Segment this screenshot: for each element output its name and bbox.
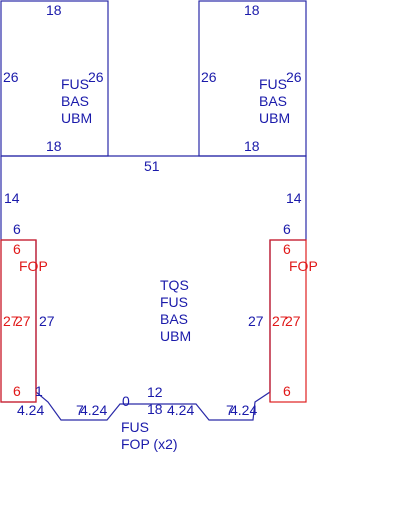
bottom-edge-seg2a-dim: 7 [76,402,84,418]
top-right-panel-name-line-2: BAS [259,93,287,109]
bottom-edge-seg4b-dim: 4.24 [230,402,257,418]
left-flap-label: FOP [19,258,48,274]
bottom-edge-seg4a-dim: 7 [226,402,234,418]
top-left-panel-left-dim: 26 [3,69,19,85]
main-panel-upper-left-dim: 14 [4,190,20,206]
footer-line-1: FUS [121,419,149,435]
top-right-panel-left-dim: 26 [201,69,217,85]
main-panel-upper-right-dim: 14 [286,190,302,206]
right-flap-side-dim-b: 27 [285,313,301,329]
right-flap-top-dim-blue: 6 [283,221,291,237]
bottom-edge-seg1-dim: 4.24 [17,402,44,418]
right-flap-label: FOP [289,258,318,274]
right-flap-bottom-dim: 6 [283,383,291,399]
top-left-panel-top-dim: 18 [46,2,62,18]
top-right-panel-name-line-3: UBM [259,110,290,126]
top-left-panel-name-line-1: FUS [61,76,89,92]
bottom-edge-seg2b-dim: 4.24 [80,402,107,418]
right-flap-side-dim-a: 27 [272,313,288,329]
main-panel-name-line-2: FUS [160,294,188,310]
main-panel-name-line-4: UBM [160,328,191,344]
left-flap-side-dim-a: 27 [3,313,19,329]
bottom-edge-notch-top-dim: 12 [147,384,163,400]
outline-group [0,0,307,421]
top-left-panel-name-line-2: BAS [61,93,89,109]
footer-line-2: FOP (x2) [121,436,178,452]
main-panel-side-right-dim: 27 [248,313,264,329]
left-flap-outline-red [0,239,37,403]
left-flap-top-dim-red: 6 [13,241,21,257]
right-flap-top-dim-red: 6 [283,241,291,257]
left-flap-side-dim-b: 27 [15,313,31,329]
left-flap-top-dim-blue: 6 [13,221,21,237]
top-right-panel-top-dim: 18 [244,2,260,18]
left-flap-bottom-dim: 6 [13,383,21,399]
bottom-edge-notch-bottom-dim: 18 [147,401,163,417]
main-panel-name-line-1: TQS [160,277,189,293]
left-flap-corner-dim: 1 [35,383,43,399]
top-left-panel-name-line-3: UBM [61,110,92,126]
top-right-panel-right-dim: 26 [286,69,302,85]
main-panel-outline [0,155,307,421]
main-panel-top-dim: 51 [144,158,160,174]
top-right-panel-name-line-1: FUS [259,76,287,92]
main-panel-side-left-dim: 27 [39,313,55,329]
main-panel-name-line-3: BAS [160,311,188,327]
bottom-edge-seg3-dim: 4.24 [167,402,194,418]
top-left-panel-bottom-dim: 18 [46,138,62,154]
bottom-edge-notch-left-dim: 0 [122,393,130,409]
top-left-panel-right-dim: 26 [88,69,104,85]
top-right-panel-bottom-dim: 18 [244,138,260,154]
overlay-group [0,239,307,403]
right-flap-outline-red [269,239,307,403]
